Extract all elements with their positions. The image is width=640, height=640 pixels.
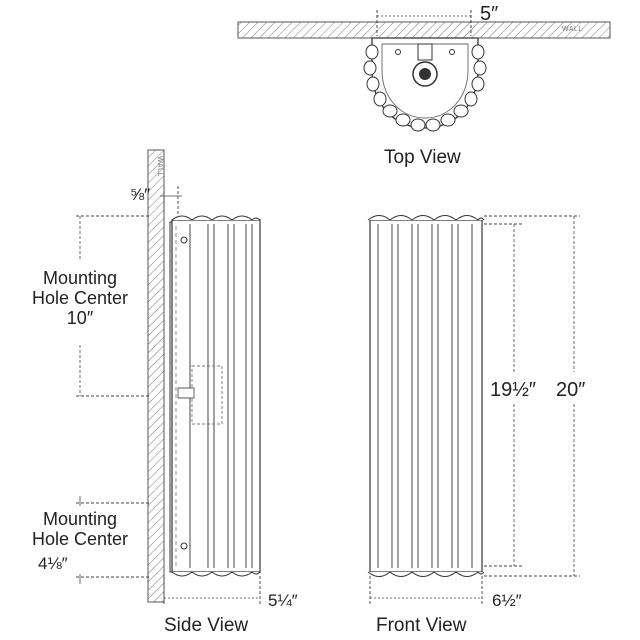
side-view-bottom-cap (172, 572, 260, 576)
top-view-title: Top View (384, 147, 461, 168)
top-view-socket-inner (419, 68, 431, 80)
side-view-title: Side View (164, 615, 249, 636)
side-wall-label: WALL (156, 156, 163, 177)
side-view-wall (148, 150, 164, 602)
side-view-screw-bottom (181, 543, 187, 549)
mounting-hole-upper-value: 10″ (66, 308, 94, 328)
front-view-title: Front View (376, 615, 467, 636)
mounting-hole-upper-line2: Hole Center (31, 288, 129, 308)
mounting-hole-lower-value: 4⅛″ (38, 554, 68, 573)
mounting-hole-upper-line1: Mounting (42, 268, 118, 288)
front-view (368, 216, 580, 607)
front-view-fixture-body (370, 220, 482, 572)
overall-height-label: 20″ (556, 379, 586, 401)
top-view-wall (238, 22, 610, 38)
front-width-label: 6½″ (492, 591, 522, 610)
side-view (76, 150, 260, 606)
side-view-screw-top (181, 237, 187, 243)
top-view-glass-scallops (364, 45, 486, 131)
mounting-hole-lower-line2: Hole Center (31, 529, 129, 549)
side-depth-label: 5¼″ (268, 591, 298, 610)
mounting-hole-upper-label: Mounting Hole Center 10″ (20, 268, 140, 328)
mounting-hole-lower-label: Mounting Hole Center (20, 509, 140, 549)
front-view-rods (378, 224, 472, 568)
top-view-screw-left (396, 50, 401, 55)
top-wall-label: WALL (562, 26, 583, 33)
inner-height-label: 19½″ (490, 379, 537, 401)
top-view (238, 10, 610, 131)
front-view-bottom-cap (368, 572, 484, 577)
top-view-fixture-inner (382, 44, 468, 118)
top-view-screw-right (450, 50, 455, 55)
mounting-hole-lower-line1: Mounting (42, 509, 118, 529)
side-view-top-cap (172, 216, 260, 220)
top-view-stem (418, 44, 432, 60)
front-view-top-cap (368, 216, 484, 221)
side-view-socket-arm (178, 388, 194, 398)
top-depth-label: 5″ (480, 3, 499, 25)
wall-offset-label: ⅝″ (130, 185, 151, 204)
